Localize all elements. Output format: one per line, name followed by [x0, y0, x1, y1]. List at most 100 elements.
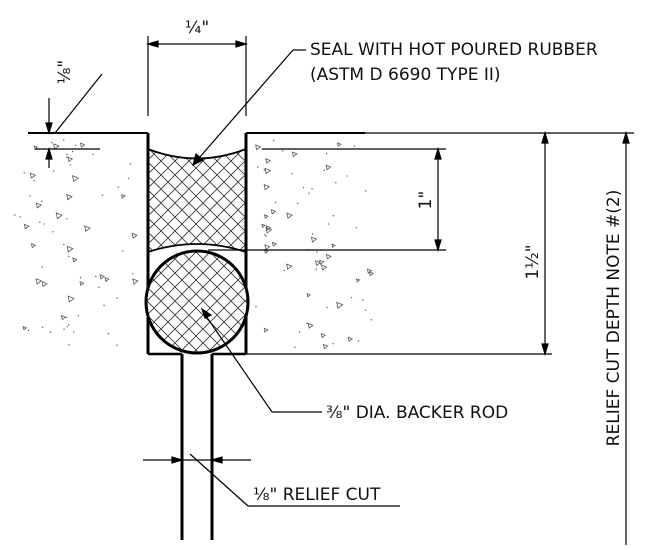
- aggregate-dot: [68, 344, 70, 346]
- aggregate-dot: [68, 255, 70, 258]
- aggregate-mark: [291, 151, 298, 158]
- dimension-seal-depth-label: 1": [416, 191, 436, 210]
- aggregate-dot: [302, 186, 305, 189]
- aggregate-dot: [40, 200, 43, 203]
- aggregate-dot: [353, 145, 356, 147]
- aggregate-dot: [129, 163, 132, 165]
- aggregate-mark: [35, 202, 42, 209]
- aggregate-mark: [315, 260, 322, 267]
- aggregate-dot: [73, 331, 75, 333]
- aggregate-mark: [320, 333, 327, 339]
- aggregate-mark: [265, 158, 271, 164]
- aggregate-dot: [297, 202, 299, 205]
- aggregate-dot: [257, 166, 259, 168]
- aggregate-mark: [264, 167, 272, 175]
- dimension-joint-width-label: ¼": [185, 18, 209, 38]
- aggregate-dot: [14, 214, 16, 216]
- aggregate-dot: [364, 309, 367, 311]
- aggregate-dot: [51, 141, 53, 144]
- backer-rod-label: ⅜" DIA. BACKER ROD: [326, 403, 508, 423]
- aggregate-mark: [270, 209, 277, 215]
- aggregate-mark: [355, 278, 361, 283]
- aggregate-dot: [332, 215, 334, 217]
- aggregate-dot: [98, 286, 100, 289]
- aggregate-mark: [55, 212, 63, 220]
- aggregate-dot: [294, 346, 296, 348]
- aggregate-dot: [283, 269, 285, 272]
- aggregate-dot: [107, 333, 110, 335]
- aggregate-mark: [79, 281, 85, 286]
- aggregate-dot: [79, 276, 82, 279]
- dimension-total-depth: [246, 130, 552, 357]
- aggregate-dot: [41, 326, 44, 328]
- aggregate-dot: [274, 201, 277, 204]
- aggregate-mark: [33, 145, 39, 150]
- aggregate-dot: [29, 195, 31, 197]
- aggregate-dot: [68, 323, 70, 326]
- aggregate-dot: [75, 144, 77, 147]
- relief-depth-note: RELIEF CUT DEPTH NOTE #(2): [604, 190, 624, 447]
- aggregate-mark: [66, 245, 74, 253]
- aggregate-dot: [69, 164, 71, 166]
- backer-rod-leader: [200, 307, 322, 413]
- aggregate-mark: [80, 142, 86, 148]
- aggregate-mark: [307, 322, 314, 329]
- relief-cut: [180, 354, 214, 540]
- aggregate-dot: [43, 223, 45, 225]
- aggregate-dot: [116, 344, 118, 346]
- aggregate-dot: [311, 233, 314, 235]
- aggregate-dot: [63, 328, 65, 331]
- dimension-relief-width: [143, 453, 400, 507]
- aggregate-dot: [65, 316, 68, 319]
- aggregate-dot: [365, 190, 367, 192]
- aggregate-dot: [332, 342, 334, 345]
- aggregate-dot: [63, 243, 65, 246]
- aggregate-mark: [263, 327, 269, 333]
- aggregate-dot: [328, 223, 330, 225]
- dimension-seal-depth: [208, 146, 446, 253]
- aggregate-dot: [66, 153, 68, 155]
- aggregate-dot: [291, 173, 293, 175]
- aggregate-mark: [60, 315, 67, 321]
- dimension-recess-label: ⅛": [55, 60, 75, 84]
- aggregate-dot: [298, 331, 301, 333]
- aggregate-dot: [71, 151, 74, 153]
- aggregate-mark: [336, 142, 342, 147]
- seal-leader: [192, 49, 306, 167]
- aggregate-mark: [271, 241, 278, 247]
- aggregate-dot: [127, 177, 130, 180]
- aggregate-dot: [316, 251, 318, 253]
- aggregate-mark: [72, 257, 78, 263]
- sealant-fill: [147, 147, 247, 254]
- aggregate-mark: [322, 343, 329, 350]
- aggregate-dot: [346, 175, 349, 177]
- aggregate-mark: [71, 175, 80, 183]
- aggregate-dot: [263, 169, 265, 171]
- aggregate-mark: [263, 183, 271, 191]
- aggregate-mark: [286, 263, 293, 270]
- aggregate-mark: [347, 336, 353, 342]
- aggregate-dot: [19, 216, 21, 218]
- aggregate-dot: [122, 250, 124, 252]
- aggregate-dot: [95, 275, 97, 278]
- aggregate-dot: [77, 315, 80, 317]
- aggregate-dot: [311, 188, 313, 190]
- aggregate-dot: [63, 139, 65, 141]
- aggregate-mark: [99, 274, 105, 280]
- aggregate-dot: [52, 170, 55, 172]
- aggregate-dot: [103, 304, 105, 307]
- aggregate-dot: [335, 182, 337, 184]
- aggregate-dot: [255, 305, 257, 308]
- aggregate-dot: [39, 221, 41, 223]
- aggregate-mark: [325, 164, 332, 171]
- aggregate-mark: [35, 278, 43, 285]
- aggregate-mark: [121, 193, 126, 199]
- aggregate-dot: [315, 268, 317, 271]
- aggregate-dot: [265, 235, 267, 237]
- aggregate-dot: [323, 169, 325, 172]
- aggregate-mark: [67, 156, 74, 163]
- aggregate-dot: [132, 273, 134, 275]
- aggregate-dot: [273, 139, 275, 142]
- aggregate-dot: [306, 322, 308, 324]
- aggregate-dot: [66, 326, 68, 328]
